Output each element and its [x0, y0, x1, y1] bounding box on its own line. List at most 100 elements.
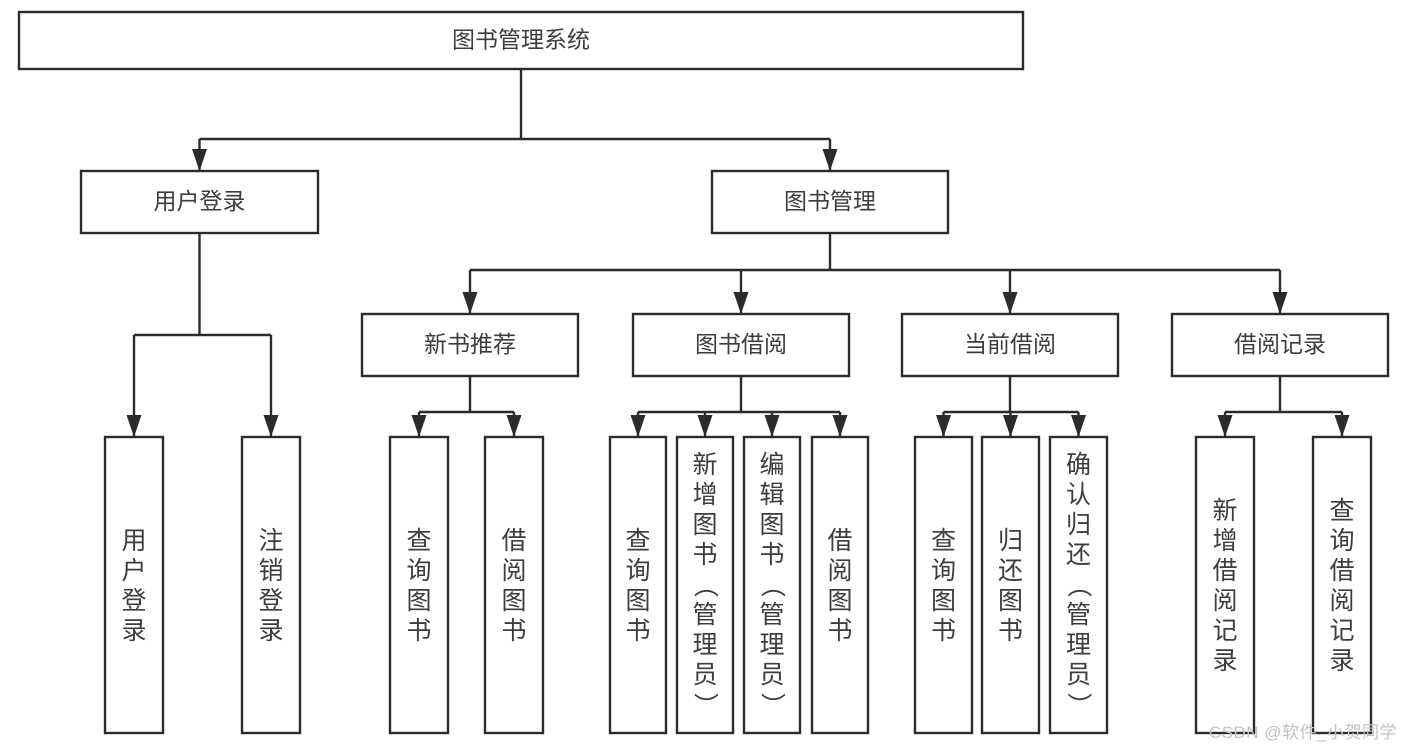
node-box [1170, 312, 1390, 378]
leaf-label-char: 录 [258, 617, 283, 645]
node-box [79, 169, 320, 235]
level2-node-label: 图书管理 [784, 188, 876, 214]
arrow-head [263, 415, 279, 437]
arrow-head [733, 292, 749, 314]
leaf-label-char: 归 [1066, 511, 1091, 539]
leaf-label-char: 书 [625, 617, 650, 645]
leaf-label-char: 新 [1212, 497, 1237, 525]
node-box [900, 312, 1120, 378]
node-root[interactable]: 图书管理系统 [17, 10, 1025, 71]
leaf-label-char: 图 [406, 587, 431, 615]
leaf-label-char: 查 [625, 527, 650, 555]
leaf-label-char: 书 [501, 617, 526, 645]
leaf-label-char: 确 [1066, 451, 1091, 479]
leaf-box [913, 435, 974, 735]
node-borrow-record[interactable]: 借阅记录 [1170, 312, 1390, 378]
leaf-label: 用户登录 [121, 527, 146, 645]
level2-node-label: 用户登录 [154, 188, 246, 214]
arrow-head [764, 415, 780, 437]
node-current-borrow[interactable]: 当前借阅 [900, 312, 1120, 378]
leaf-label-char: 辑 [759, 481, 784, 509]
leaf-box [240, 435, 302, 735]
leaf-label-char: 理 [692, 631, 717, 659]
leaf-label-char: 书 [406, 617, 431, 645]
leaf-label-char: 查 [931, 527, 956, 555]
arrow-head [1003, 415, 1018, 437]
leaf-box [1311, 435, 1373, 735]
leaf-box [742, 435, 802, 735]
leaf-label-char: 查 [406, 527, 431, 555]
arrow-head [506, 415, 522, 437]
node-user-login[interactable]: 用户登录 [79, 169, 320, 235]
node-new-book-recommend[interactable]: 新书推荐 [360, 312, 580, 378]
leaf-label-char: 增 [1212, 527, 1237, 555]
arrow-head [822, 149, 838, 171]
root-node-label: 图书管理系统 [452, 27, 590, 53]
arrow-head [1217, 415, 1233, 437]
leaf-label-char: 书 [998, 617, 1023, 645]
leaf-box [980, 435, 1041, 735]
leaf-label-char: 户 [121, 557, 146, 585]
node-box [17, 10, 1025, 71]
leaf-label-char: ） [691, 692, 719, 717]
arrow-head [1272, 292, 1288, 314]
leaf-label-char: 登 [121, 587, 146, 615]
leaf-label-char: ） [758, 692, 786, 717]
level3-node-label: 借阅记录 [1234, 331, 1326, 357]
leaf-label-char: 登 [258, 587, 283, 615]
leaf-label-char: ） [1065, 692, 1093, 717]
leaf-label-char: 询 [931, 557, 956, 585]
leaf-label-char: （ [758, 572, 786, 597]
arrow-head [832, 415, 848, 437]
node-book-manage[interactable]: 图书管理 [710, 169, 950, 235]
node-book-borrow[interactable]: 图书借阅 [631, 312, 851, 378]
leaf-label-char: 图 [692, 511, 717, 539]
arrow-head [192, 149, 207, 171]
leaf-label-char: 借 [827, 527, 852, 555]
leaf-box [608, 435, 668, 735]
leaf-label-char: 借 [501, 527, 526, 555]
node-layer: 图书管理系统用户登录图书管理新书推荐图书借阅当前借阅借阅记录用户登录注销登录查询… [17, 10, 1390, 735]
leaf-label-char: 阅 [827, 557, 852, 585]
leaf-label-char: 询 [625, 557, 650, 585]
leaf-label-char: 新 [692, 451, 717, 479]
arrow-head [1334, 415, 1350, 437]
leaf-label-char: 管 [759, 601, 784, 629]
leaf-label-char: 员 [759, 661, 784, 689]
level3-node-label: 新书推荐 [424, 331, 516, 357]
leaf-label-char: 阅 [1212, 587, 1237, 615]
leaf-label-char: 销 [258, 557, 283, 585]
node-box [631, 312, 851, 378]
arrow-head [936, 415, 951, 437]
arrow-head [697, 415, 713, 437]
leaf-box [810, 435, 870, 735]
leaf-label-char: （ [691, 572, 719, 597]
node-box [360, 312, 580, 378]
node-box [710, 169, 950, 235]
leaf-label-char: 注 [258, 527, 283, 555]
leaf-leaf-user-login[interactable]: 用户登录 [103, 435, 165, 735]
leaf-label-char: 借 [1329, 557, 1354, 585]
leaf-label-char: 图 [931, 587, 956, 615]
leaf-box [388, 435, 450, 735]
